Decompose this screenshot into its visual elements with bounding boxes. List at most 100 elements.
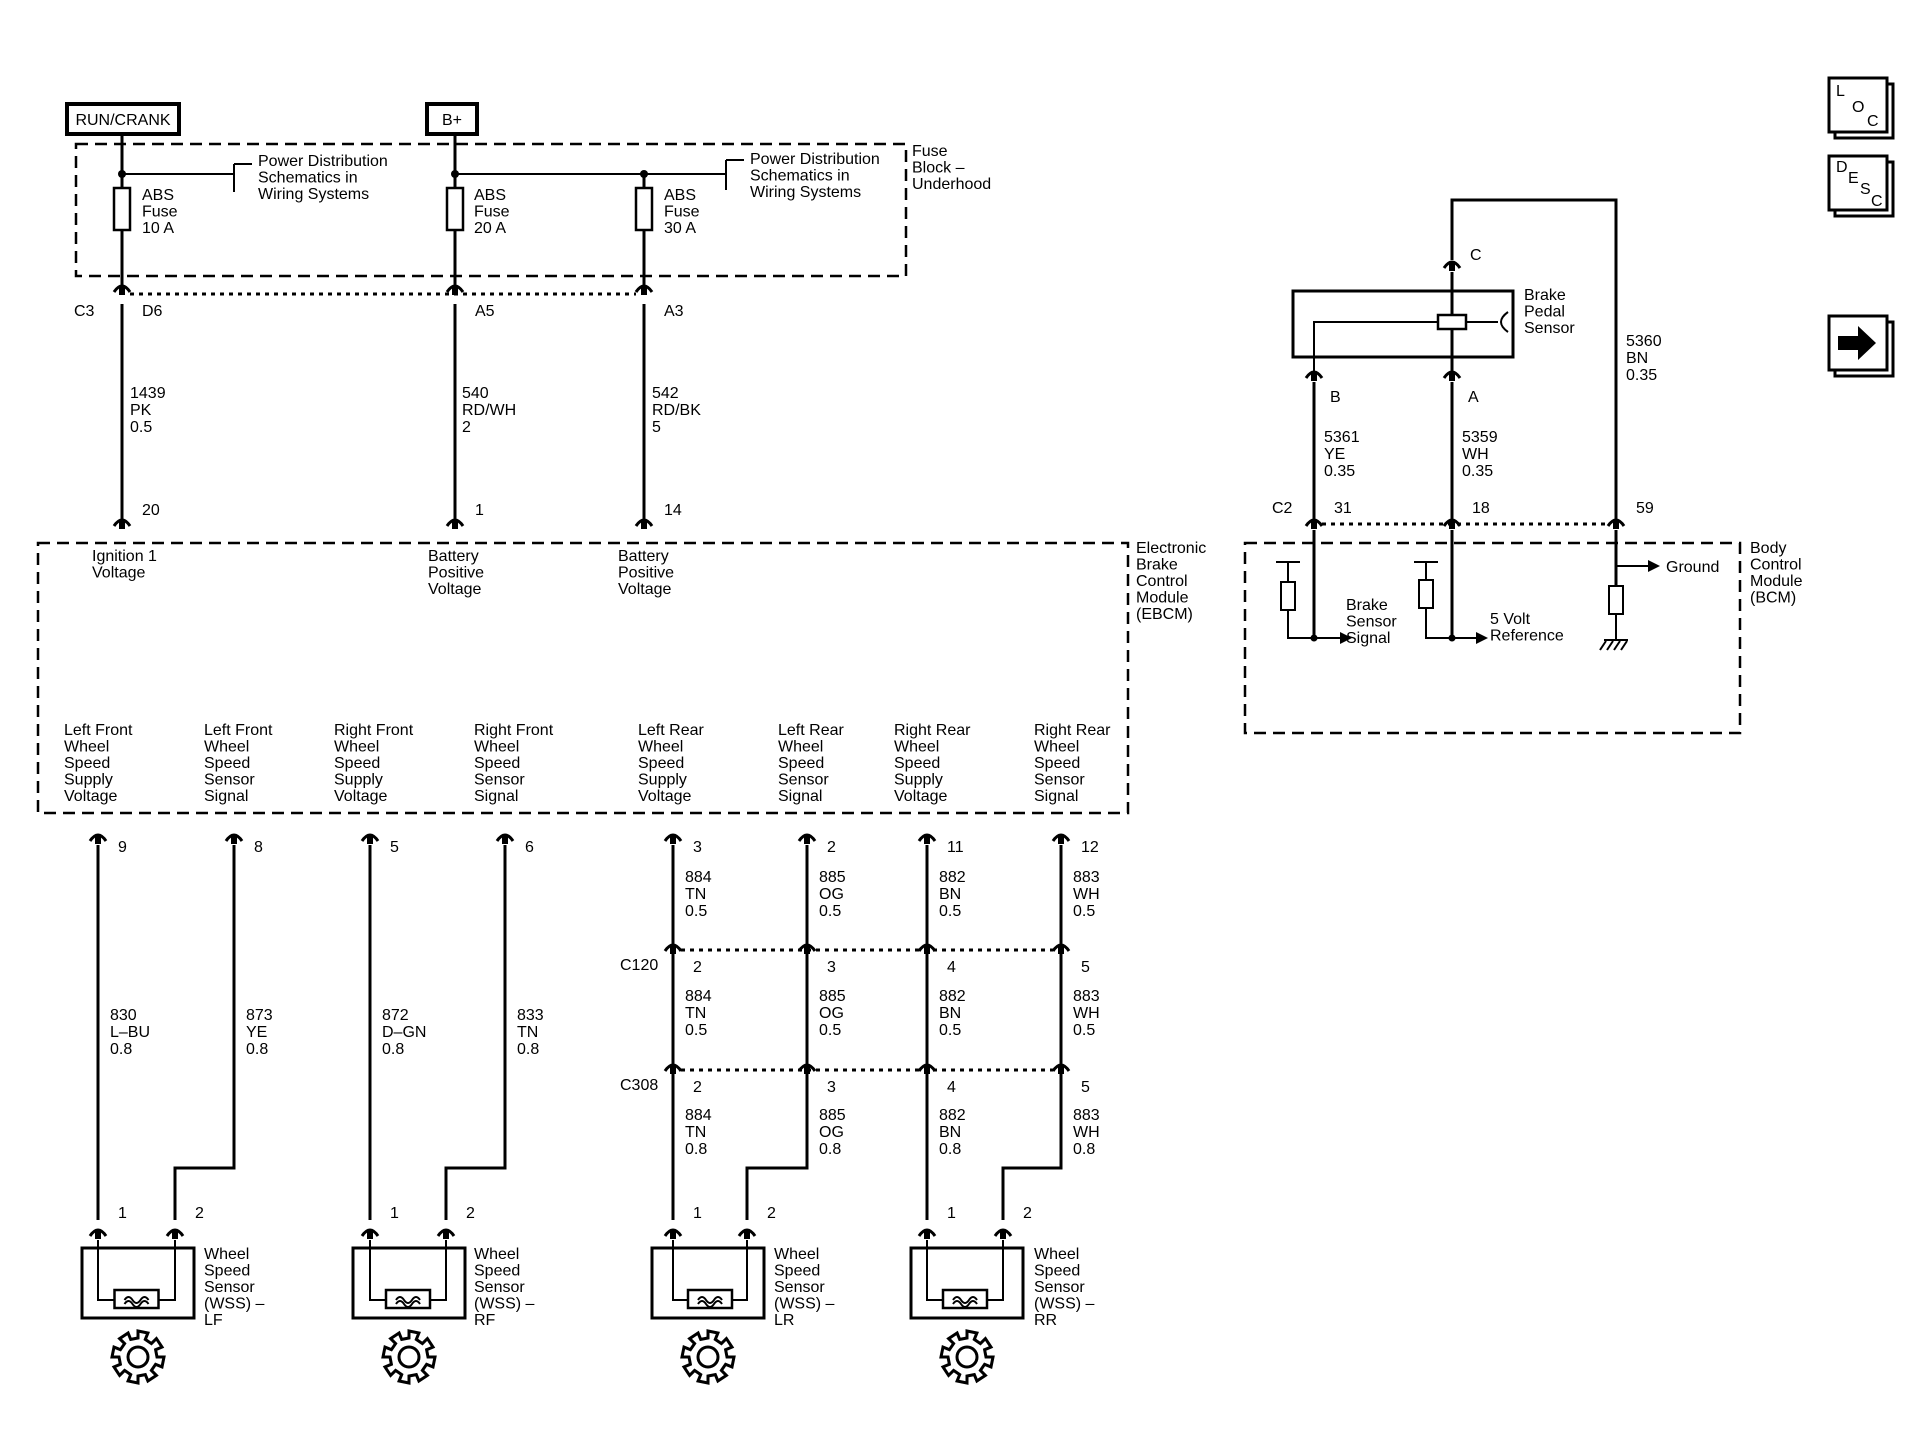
- wss-rf-label: Wheel: [474, 1246, 519, 1263]
- bcm-pin-18-terminal: [1449, 520, 1455, 529]
- circuit-number: 542: [652, 385, 679, 402]
- ebcm-input-pin-2-terminal: [641, 520, 647, 529]
- next-button[interactable]: [1827, 314, 1895, 378]
- wss-lf-label: LF: [204, 1312, 223, 1329]
- loc-letter: O: [1852, 99, 1864, 116]
- fuse-30a-icon: [634, 186, 654, 232]
- power-dist-ref-1: Schematics in: [258, 170, 358, 187]
- ebcm-output-label-1: Left Front: [204, 722, 273, 739]
- bplus-box: [429, 106, 475, 132]
- wss-lr-pin-1-terminal: [670, 1230, 676, 1239]
- ebcm-label: Electronic: [1136, 540, 1206, 557]
- circuit-number: 830: [110, 1007, 137, 1024]
- fuse-30a-label: 30 A: [664, 220, 696, 237]
- fuse-10a-icon: [112, 186, 132, 232]
- ebcm-output-pin-number: 9: [118, 839, 127, 856]
- fuse-10a-label: Fuse: [142, 204, 178, 221]
- ebcm-output-pin-number: 5: [390, 839, 399, 856]
- ebcm-label: (EBCM): [1136, 606, 1193, 623]
- ebcm-output-label-6: Voltage: [894, 788, 947, 805]
- circuit-number: 885: [819, 1107, 846, 1124]
- ebcm-output-label-3: Right Front: [474, 722, 554, 739]
- potentiometer-icon: [1436, 313, 1468, 331]
- wire-gauge: 0.5: [939, 903, 961, 920]
- fuse-20a-label: Fuse: [474, 204, 510, 221]
- ebcm-output-pin-0-terminal: [95, 835, 101, 844]
- bcm-brake-sensor-signal-label: Sensor: [1346, 614, 1397, 631]
- loc-button[interactable]: LOC: [1827, 76, 1895, 140]
- wss-lf-pin-2-terminal: [172, 1230, 178, 1239]
- ebcm-output-label-0: Voltage: [64, 788, 117, 805]
- wire-gauge: 0.5: [819, 1022, 841, 1039]
- wire-gauge: 0.35: [1324, 463, 1355, 480]
- circuit-number: 873: [246, 1007, 273, 1024]
- wss-lf-pin-1-terminal: [95, 1230, 101, 1239]
- wss-rr-label: Wheel: [1034, 1246, 1079, 1263]
- ebcm-output-pin-number: 12: [1081, 839, 1099, 856]
- wire-color: TN: [685, 886, 706, 903]
- wheel-gear-lr-icon: [680, 1329, 736, 1385]
- ebcm-output-pin-2-terminal: [367, 835, 373, 844]
- circuit-number: 5360: [1626, 333, 1662, 350]
- circuit-number: 884: [685, 1107, 712, 1124]
- bcm-pin-number: 59: [1636, 500, 1654, 517]
- fuse-10a-label: ABS: [142, 187, 174, 204]
- ground-symbol-icon: [1599, 640, 1628, 651]
- resistor-icon: [1608, 585, 1624, 615]
- circuit-number: 882: [939, 869, 966, 886]
- bcm-brake-sensor-signal-label: Brake: [1346, 597, 1388, 614]
- fuse-20a-icon: [445, 186, 465, 232]
- ebcm-output-label-6: Right Rear: [894, 722, 971, 739]
- ebcm-output-label-7: Signal: [1034, 788, 1078, 805]
- circuit-number: 885: [819, 988, 846, 1005]
- wss-lf-label: (WSS) –: [204, 1296, 265, 1313]
- ebcm-label: Module: [1136, 590, 1189, 607]
- wss-coil-wave: [697, 1296, 723, 1304]
- ebcm-output-label-0: Left Front: [64, 722, 133, 739]
- c308-pin-number: 2: [693, 1079, 702, 1096]
- circuit-number: 884: [685, 988, 712, 1005]
- circuit-number: 882: [939, 1107, 966, 1124]
- brake-pedal-pin-a-label: A: [1468, 389, 1479, 406]
- power-dist-ref-1: Power Distribution: [258, 153, 388, 170]
- c3-terminal-a5: A5: [475, 303, 495, 320]
- circuit-number: 5361: [1324, 429, 1360, 446]
- bcm-5v-reference-label: 5 Volt: [1490, 611, 1531, 628]
- wss-pin-number: 2: [1023, 1205, 1032, 1222]
- ebcm-output-pin-6-terminal: [924, 835, 930, 844]
- wire-color: WH: [1073, 1005, 1100, 1022]
- run-crank-label: RUN/CRANK: [75, 112, 170, 129]
- ebcm-output-pin-number: 8: [254, 839, 263, 856]
- wss-internal-wire: [926, 1240, 943, 1301]
- ebcm-output-label-4: Speed: [638, 755, 684, 772]
- resistor-icon: [1280, 581, 1296, 611]
- wss-coil-wave: [395, 1296, 421, 1304]
- wire-color: WH: [1462, 446, 1489, 463]
- c3-connector-label: C3: [74, 303, 95, 320]
- wire-873: [173, 845, 236, 1220]
- wss-coil-wave: [395, 1300, 421, 1308]
- ebcm-output-label-2: Speed: [334, 755, 380, 772]
- circuit-number: 883: [1073, 1107, 1100, 1124]
- ground-arrow-icon: [1648, 560, 1660, 572]
- bcm-label: (BCM): [1750, 590, 1796, 607]
- wire-gauge: 0.35: [1462, 463, 1493, 480]
- wss-rr-label: Speed: [1034, 1263, 1080, 1280]
- splice-dot: [1310, 634, 1318, 642]
- ebcm-output-label-1: Signal: [204, 788, 248, 805]
- ebcm-output-label-7: Speed: [1034, 755, 1080, 772]
- fuse-10a-label: 10 A: [142, 220, 174, 237]
- wss-pin-number: 2: [466, 1205, 475, 1222]
- c308-pin-number: 3: [827, 1079, 836, 1096]
- circuit-number: 833: [517, 1007, 544, 1024]
- ebcm-output-pin-1-terminal: [231, 835, 237, 844]
- wheel-gear-rr-icon: [939, 1329, 995, 1385]
- ebcm-output-pin-number: 3: [693, 839, 702, 856]
- loc-letter: L: [1836, 83, 1845, 100]
- wire-color: OG: [819, 1005, 844, 1022]
- circuit-number: 884: [685, 869, 712, 886]
- ebcm-output-label-0: Speed: [64, 755, 110, 772]
- wss-rf-label: Speed: [474, 1263, 520, 1280]
- run-crank-box: [69, 106, 177, 132]
